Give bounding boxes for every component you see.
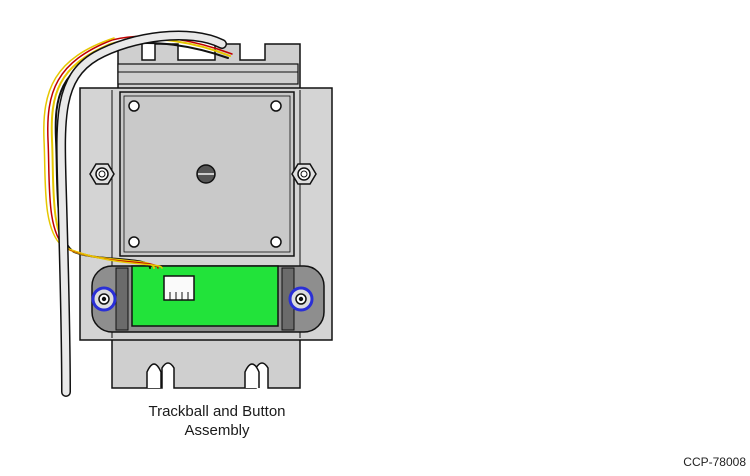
caption-line-1: Trackball and Button bbox=[148, 403, 286, 420]
bottom-bracket-slot-left bbox=[146, 363, 162, 388]
button-pcb bbox=[131, 265, 279, 327]
diagram-caption: Trackball and Button Assembly bbox=[112, 402, 322, 440]
housing-screw-icon bbox=[128, 236, 140, 248]
bottom-bracket-slot-right bbox=[244, 363, 260, 388]
trackball-housing bbox=[119, 91, 295, 257]
pcb-connector-icon bbox=[163, 275, 195, 301]
mount-screw-right-icon bbox=[288, 286, 314, 312]
figure-id-label: CCP-78008 bbox=[683, 455, 746, 469]
mount-screw-left-icon bbox=[91, 286, 117, 312]
top-rail bbox=[117, 63, 299, 85]
caption-line-2: Assembly bbox=[184, 422, 250, 439]
hex-nut-right-icon bbox=[291, 163, 317, 185]
housing-screw-icon bbox=[270, 236, 282, 248]
hex-nut-left-icon bbox=[89, 163, 115, 185]
housing-screw-icon bbox=[270, 100, 282, 112]
housing-screw-icon bbox=[128, 100, 140, 112]
